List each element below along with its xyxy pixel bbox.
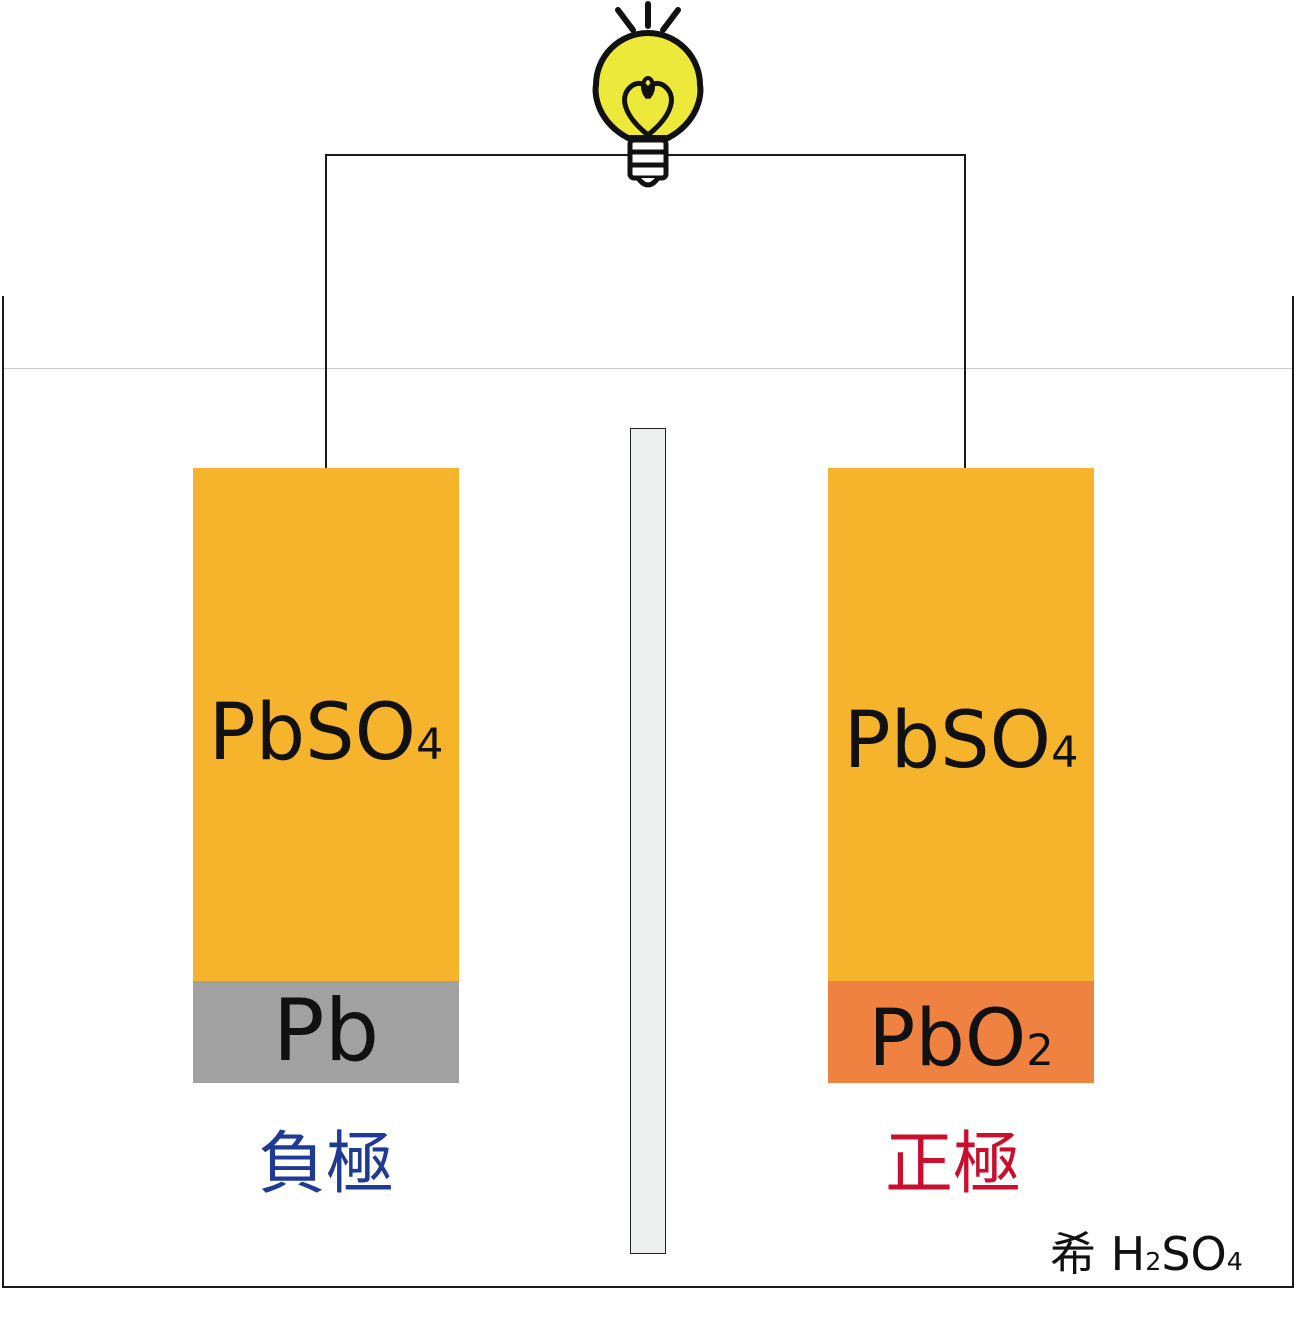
pbo2-layer: PbO2 [828, 981, 1094, 1084]
formula-subscript: 4 [1051, 728, 1079, 778]
liquid-surface [4, 368, 1292, 369]
separator [630, 428, 666, 1254]
positive-pole-label: 正極 [884, 1125, 1021, 1204]
formula-subscript: 2 [1026, 1026, 1054, 1076]
pbso4-layer: PbSO4 [193, 468, 459, 981]
pbso4-label: PbSO4 [828, 696, 1094, 786]
formula-subscript: 4 [1226, 1247, 1243, 1276]
positive-electrode: PbSO4 PbO2 [828, 468, 1094, 1084]
negative-pole-label: 負極 [257, 1125, 394, 1204]
wire-left [325, 154, 327, 468]
electrolyte-prefix: 希 H [1050, 1227, 1146, 1281]
container-bottom [2, 1286, 1294, 1288]
negative-electrode: PbSO4 Pb [193, 468, 459, 1083]
pb-layer: Pb [193, 981, 459, 1083]
formula-main: PbSO [208, 688, 417, 778]
formula-main: PbO [868, 994, 1027, 1084]
container-right-wall [1292, 296, 1294, 1288]
formula-main: PbSO [843, 696, 1052, 786]
formula-main: Pb [272, 981, 380, 1081]
pb-label: Pb [193, 981, 459, 1081]
formula-subscript: 4 [416, 720, 444, 770]
formula-subscript: 2 [1145, 1247, 1162, 1276]
electrolyte-label: 希 H2SO4 [1050, 1218, 1243, 1284]
formula-main: SO [1161, 1227, 1227, 1281]
pbso4-layer: PbSO4 [828, 468, 1094, 981]
pbso4-label: PbSO4 [193, 688, 459, 778]
wire-right [964, 154, 966, 468]
container-left-wall [2, 296, 4, 1288]
light-bulb-icon [592, 1, 704, 188]
pbo2-label: PbO2 [828, 989, 1094, 1101]
